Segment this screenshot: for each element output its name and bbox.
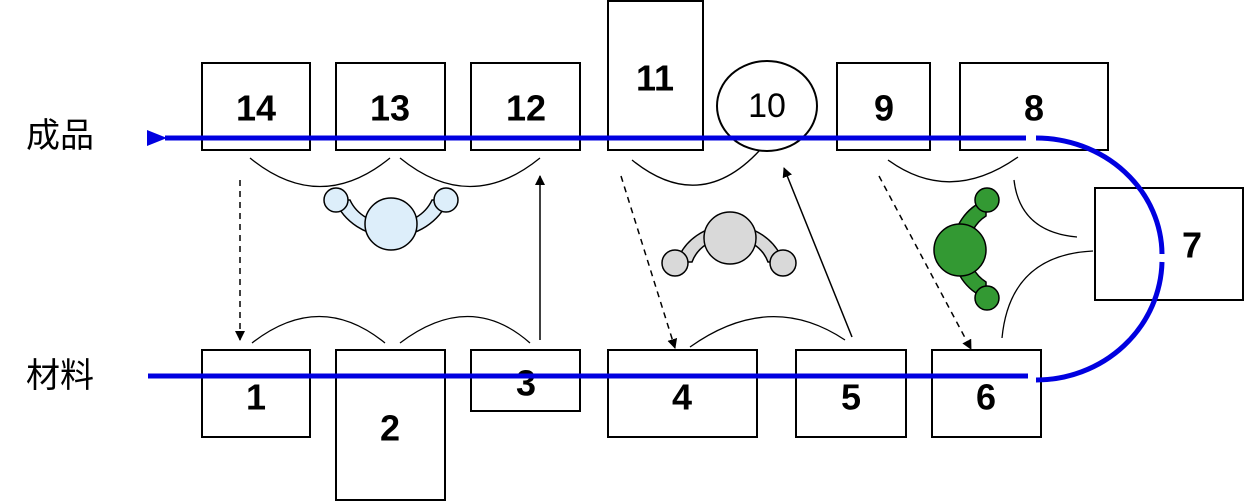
worker-icon-3 — [933, 187, 1000, 311]
station-8-label: 8 — [1024, 88, 1044, 129]
station-10-label: 10 — [748, 87, 786, 125]
material-label: 材料 — [26, 356, 94, 396]
station-11: 11 — [607, 0, 704, 151]
arrow-5-to-10 — [782, 167, 853, 338]
station-6-label: 6 — [976, 377, 996, 418]
station-14-label: 14 — [236, 88, 276, 129]
worker-icon-2 — [661, 211, 797, 277]
station-4: 4 — [607, 349, 758, 438]
station-3: 3 — [470, 349, 581, 412]
station-6: 6 — [931, 349, 1042, 438]
station-7-label: 7 — [1182, 225, 1202, 266]
station-5: 5 — [795, 349, 907, 438]
station-7: 7 — [1094, 187, 1244, 301]
material-flow-line — [147, 130, 1165, 383]
station-2: 2 — [335, 349, 446, 501]
station-12-label: 12 — [506, 88, 546, 129]
station-10: 10 — [716, 60, 818, 152]
station-1-label: 1 — [246, 377, 266, 418]
station-9-label: 9 — [874, 88, 894, 129]
worker-icon-1 — [323, 187, 459, 251]
reach-arcs — [249, 149, 1094, 348]
finished-goods-label: 成品 — [26, 116, 94, 156]
station-1: 1 — [201, 349, 311, 438]
station-11-label: 11 — [636, 58, 674, 99]
station-13-label: 13 — [370, 88, 410, 129]
movement-arrows — [235, 167, 972, 350]
station-2-label: 2 — [380, 408, 400, 449]
station-5-label: 5 — [841, 377, 861, 418]
dashed-arrow-11-to-4 — [620, 175, 678, 349]
station-3-label: 3 — [516, 363, 536, 404]
station-4-label: 4 — [672, 377, 692, 418]
